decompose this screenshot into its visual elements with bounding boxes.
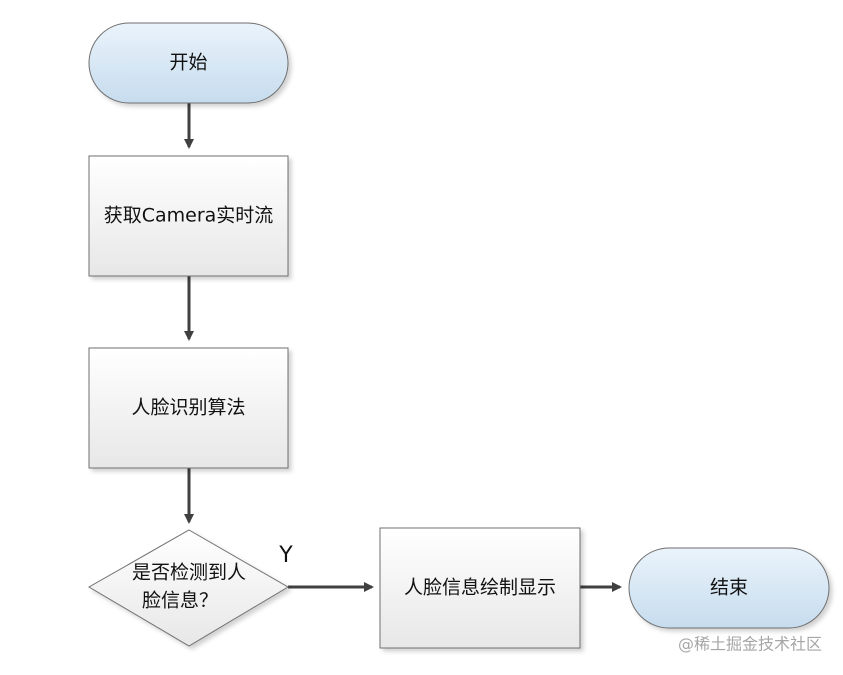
start-shape	[88, 22, 289, 104]
yes-edge-label: Y	[278, 543, 293, 568]
decision-label-line1: 是否检测到人	[132, 562, 246, 584]
draw-info-shape	[379, 527, 581, 649]
draw-info-node: 人脸信息绘制显示	[379, 527, 581, 649]
end-node: 结束	[628, 547, 830, 629]
face-algorithm-node: 人脸识别算法	[88, 347, 289, 469]
end-shape	[628, 547, 830, 629]
watermark: @稀土掘金技术社区	[678, 635, 822, 654]
end-label: 结束	[710, 577, 748, 599]
face-algorithm-shape	[88, 347, 289, 469]
decision-shape	[88, 529, 289, 647]
decision-node: 是否检测到人 脸信息？	[88, 529, 289, 647]
camera-stream-shape	[88, 155, 289, 277]
camera-stream-label: 获取Camera实时流	[104, 205, 274, 227]
start-node: 开始	[88, 22, 289, 104]
decision-label-line2: 脸信息？	[142, 590, 218, 612]
face-algorithm-label: 人脸识别算法	[131, 397, 245, 419]
connectors	[184, 102, 622, 592]
camera-stream-node: 获取Camera实时流	[88, 155, 289, 277]
start-label: 开始	[169, 52, 207, 74]
draw-info-label: 人脸信息绘制显示	[404, 577, 556, 599]
